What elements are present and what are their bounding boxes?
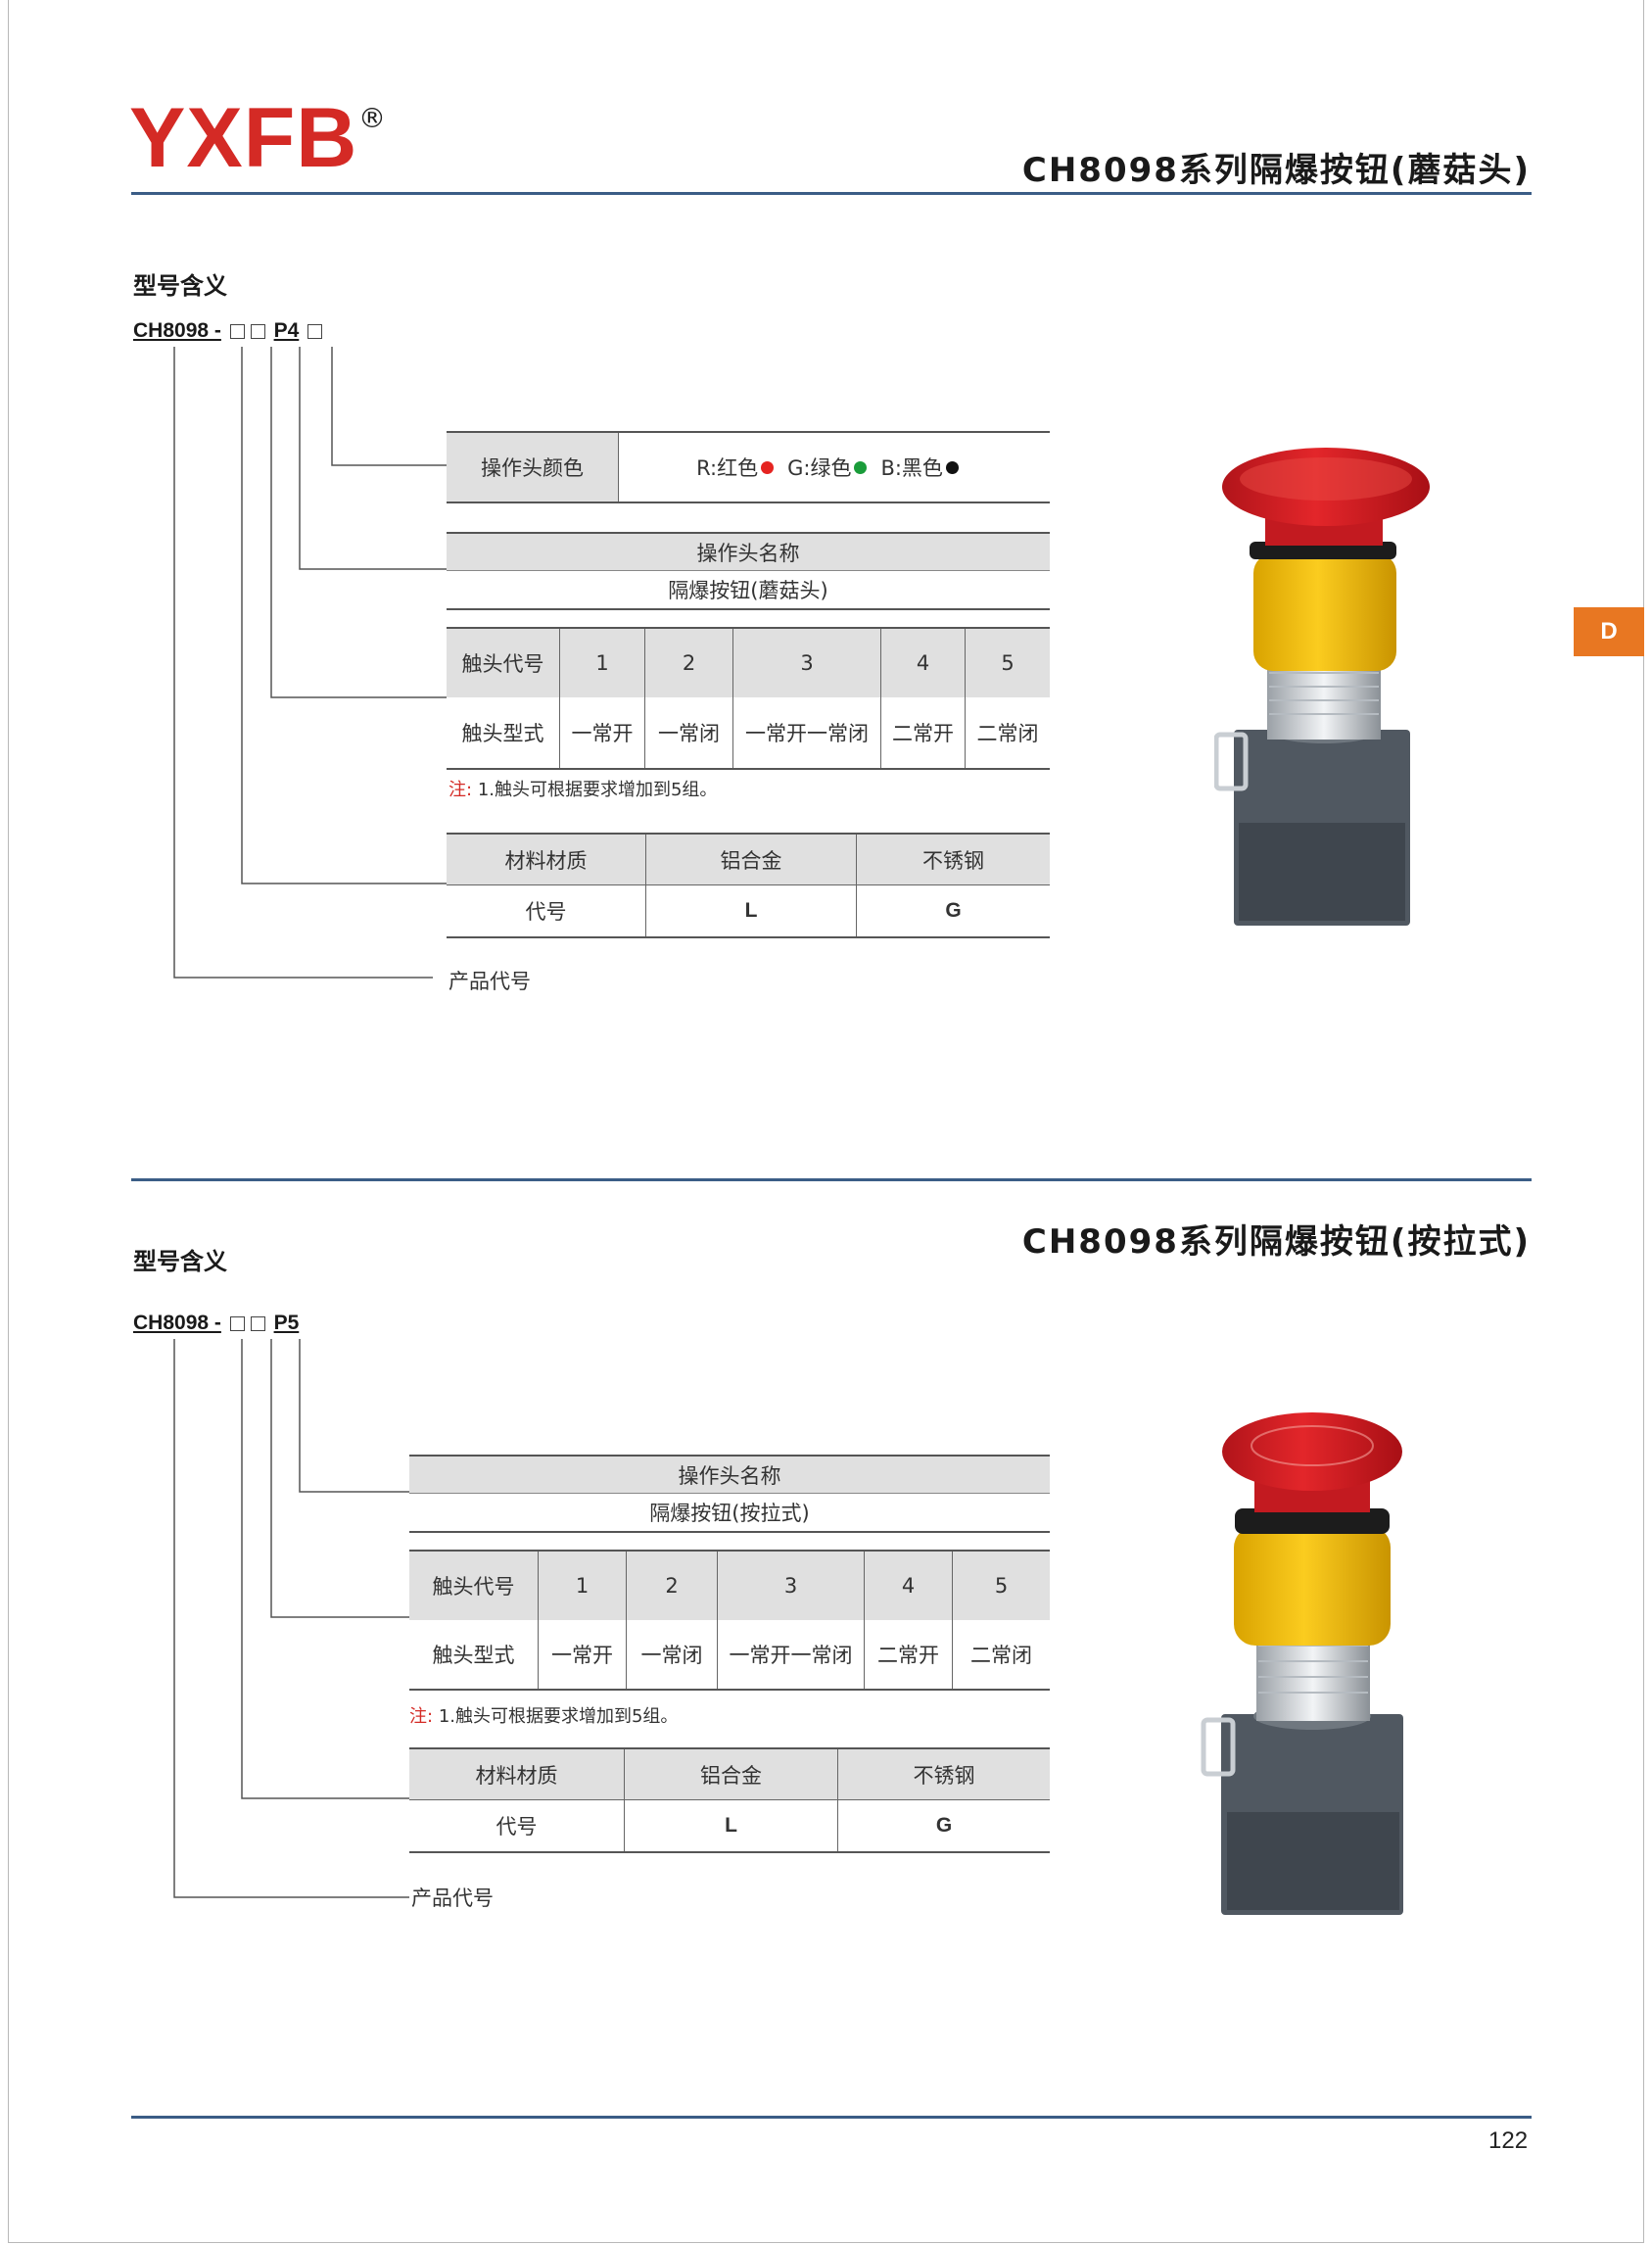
note-text: 1.触头可根据要求增加到5组。 (477, 780, 718, 800)
contact-type-label: 触头型式 (461, 722, 544, 745)
color-table: 操作头颜色 R:红色 G:绿色 B:黑色 (447, 431, 1050, 503)
model-prefix: CH8098 - (133, 1312, 221, 1334)
product-code-label: 产品代号 (448, 970, 531, 993)
material-code: L (624, 1800, 837, 1851)
note-text: 1.触头可根据要求增加到5组。 (438, 1706, 679, 1727)
note-prefix: 注: (448, 780, 473, 800)
color-table-label: 操作头颜色 (447, 433, 618, 502)
material-code: G (856, 885, 1050, 936)
material-name: 铝合金 (645, 835, 856, 885)
connector-name (299, 1339, 411, 1493)
color-option-red: R:红色 (696, 456, 759, 480)
placeholder-box (229, 1315, 245, 1331)
name-table-value: 隔爆按钮(蘑菇头) (668, 579, 828, 602)
placeholder-box (250, 1315, 265, 1331)
green-dot-icon (854, 460, 868, 474)
brand-logo: YXFB (129, 91, 358, 185)
material-code-label: 代号 (525, 900, 567, 924)
page-number: 122 (1488, 2127, 1529, 2154)
connector-contact (270, 347, 447, 698)
material-name: 铝合金 (624, 1749, 837, 1800)
color-options: R:红色 G:绿色 B:黑色 (618, 433, 1050, 502)
connector-name (299, 347, 447, 570)
material-label: 材料材质 (409, 1749, 624, 1800)
contact-table: 触头代号 1 2 3 4 5 触头型式 一常开 一常闭 一常开一常闭 二常开 二… (447, 627, 1050, 770)
contact-type-label: 触头型式 (432, 1644, 515, 1667)
material-name: 不锈钢 (856, 835, 1050, 885)
placeholder-box (229, 323, 245, 339)
contact-type: 一常开一常闭 (732, 697, 880, 768)
contact-type: 二常闭 (952, 1620, 1050, 1689)
contact-code: 1 (559, 629, 644, 697)
material-name: 不锈钢 (837, 1749, 1050, 1800)
color-option-green: G:绿色 (787, 456, 852, 480)
section2-note: 注: 1.触头可根据要求增加到5组。 (409, 1702, 678, 1728)
contact-code: 2 (626, 1552, 717, 1620)
name-table-header: 操作头名称 (409, 1457, 1050, 1494)
product-code-label: 产品代号 (411, 1887, 494, 1910)
connector-material (241, 1339, 411, 1799)
material-table: 材料材质 铝合金 不锈钢 代号 L G (447, 833, 1050, 938)
connector-contact (270, 1339, 411, 1618)
contact-type: 二常开 (880, 697, 965, 768)
connector-product-code (173, 1339, 409, 1898)
contact-table: 触头代号 1 2 3 4 5 触头型式 一常开 一常闭 一常开一常闭 二常开 二… (409, 1550, 1050, 1691)
footer-divider (131, 2116, 1532, 2119)
black-dot-icon (945, 460, 959, 474)
contact-type: 一常闭 (644, 697, 732, 768)
contact-code: 2 (644, 629, 732, 697)
contact-code-label: 触头代号 (447, 629, 559, 697)
name-table-value: 隔爆按钮(按拉式) (649, 1502, 810, 1525)
header-divider (131, 192, 1532, 195)
name-table: 操作头名称 隔爆按钮(按拉式) (409, 1455, 1050, 1533)
model-series-code: P5 (273, 1312, 300, 1334)
material-code: L (645, 885, 856, 936)
section-divider (131, 1178, 1532, 1181)
connector-material (241, 347, 447, 884)
contact-code: 3 (732, 629, 880, 697)
contact-type: 一常开一常闭 (717, 1620, 864, 1689)
material-code-label: 代号 (496, 1815, 538, 1839)
placeholder-box (307, 323, 323, 339)
contact-type: 一常开 (538, 1620, 626, 1689)
contact-code: 1 (538, 1552, 626, 1620)
contact-code: 4 (880, 629, 965, 697)
connector-product-code (173, 347, 433, 979)
page-frame (8, 0, 1644, 2243)
name-table-header: 操作头名称 (447, 534, 1050, 571)
material-table: 材料材质 铝合金 不锈钢 代号 L G (409, 1747, 1050, 1853)
section-tab-d[interactable]: D (1574, 607, 1644, 656)
material-label: 材料材质 (447, 835, 645, 885)
registered-mark: ® (358, 102, 386, 134)
contact-code: 5 (965, 629, 1050, 697)
contact-type: 一常开 (559, 697, 644, 768)
section1-heading: 型号含义 (133, 272, 227, 300)
name-table: 操作头名称 隔爆按钮(蘑菇头) (447, 532, 1050, 610)
section2-model-code: CH8098 - P5 (133, 1312, 299, 1335)
contact-code: 4 (864, 1552, 952, 1620)
red-dot-icon (761, 460, 775, 474)
mushroom-button-product-image (1214, 448, 1430, 926)
contact-type: 二常闭 (965, 697, 1050, 768)
push-pull-button-product-image (1201, 1412, 1403, 1915)
material-code: G (837, 1800, 1050, 1851)
section1-note: 注: 1.触头可根据要求增加到5组。 (448, 776, 717, 801)
model-series-code: P4 (273, 319, 300, 342)
contact-code: 3 (717, 1552, 864, 1620)
section1-model-code: CH8098 - P4 (133, 319, 325, 343)
contact-type: 一常闭 (626, 1620, 717, 1689)
contact-code: 5 (952, 1552, 1050, 1620)
model-prefix: CH8098 - (133, 319, 221, 342)
note-prefix: 注: (409, 1706, 434, 1727)
section2-title: CH8098系列隔爆按钮(按拉式) (1021, 1222, 1531, 1262)
contact-code-label: 触头代号 (409, 1552, 538, 1620)
color-option-black: B:黑色 (880, 456, 943, 480)
placeholder-box (250, 323, 265, 339)
connector-color (331, 347, 447, 466)
contact-type: 二常开 (864, 1620, 952, 1689)
page-title: CH8098系列隔爆按钮(蘑菇头) (1021, 151, 1531, 190)
section2-heading: 型号含义 (133, 1248, 227, 1275)
